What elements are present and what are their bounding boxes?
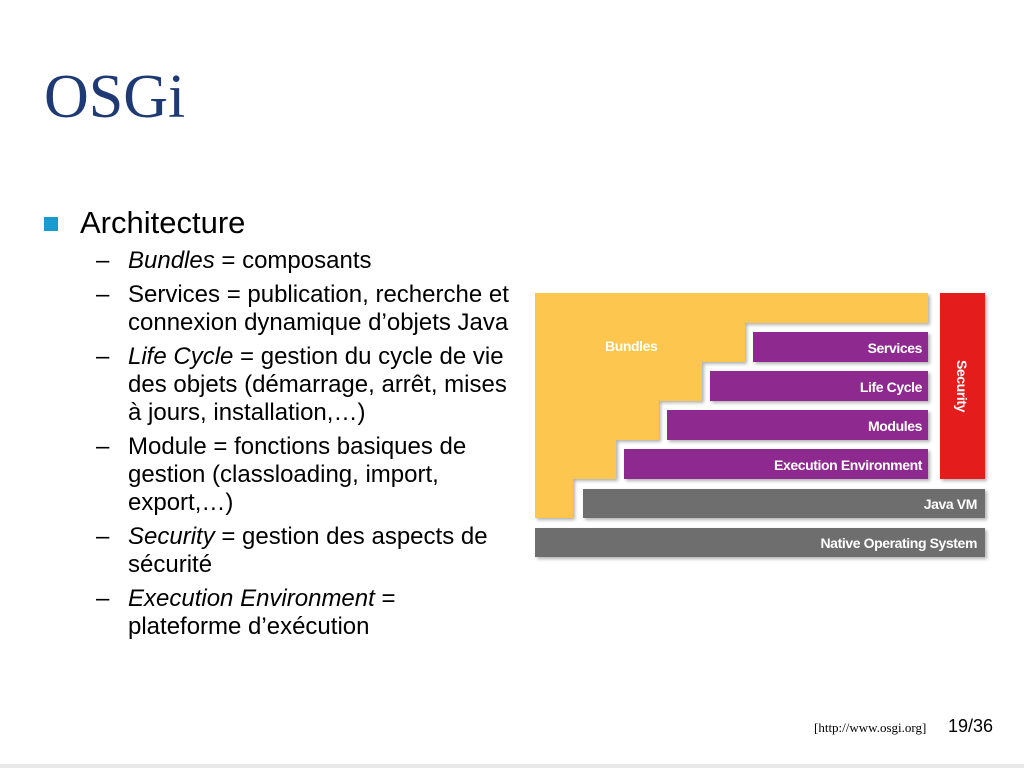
term: Execution Environment <box>128 585 375 612</box>
source-citation: [http://www.osgi.org] <box>814 720 927 735</box>
dash: – <box>96 343 110 370</box>
sub-item-execution-environment: –Execution Environment = plateforme d’ex… <box>44 585 514 641</box>
term: Life Cycle <box>128 343 234 370</box>
dash: – <box>96 523 110 550</box>
slide-title: OSGi <box>44 63 186 131</box>
page-number: 19/36 <box>948 716 994 736</box>
dash: – <box>96 247 110 274</box>
definition: = gestion des aspects de sécurité <box>128 523 488 578</box>
sub-item-services: –Services = publication, recherche et co… <box>44 281 514 337</box>
life-cycle-layer <box>710 371 928 401</box>
bundles-block <box>535 293 928 518</box>
definition: = gestion du cycle de vie des objets (dé… <box>128 343 507 426</box>
modules-label: Modules <box>868 418 923 434</box>
sub-item-module: –Module = fonctions basiques de gestion … <box>44 433 514 517</box>
diagram-svg: Bundles Services Life Cycle Modules Exec… <box>535 293 985 557</box>
term: Bundles <box>128 247 215 274</box>
bullet-list: Architecture –Bundles = composants –Serv… <box>44 205 514 647</box>
sub-item-bundles: –Bundles = composants <box>44 247 514 275</box>
definition: = plateforme d’exécution <box>128 585 396 640</box>
definition: Module = fonctions basiques de gestion (… <box>128 433 467 516</box>
dash: – <box>96 585 110 612</box>
dash: – <box>96 433 110 460</box>
security-label: Security <box>954 360 970 413</box>
execution-environment-label: Execution Environment <box>774 457 923 473</box>
java-vm-layer <box>583 489 985 518</box>
definition: Services = publication, recherche et con… <box>128 281 509 336</box>
native-os-layer <box>535 528 985 557</box>
osgi-architecture-diagram: Bundles Services Life Cycle Modules Exec… <box>535 293 990 563</box>
native-os-label: Native Operating System <box>820 535 977 551</box>
sub-item-security: –Security = gestion des aspects de sécur… <box>44 523 514 579</box>
definition: = composants <box>214 247 372 274</box>
term: Security <box>128 523 215 550</box>
services-layer <box>753 332 928 362</box>
bullet-architecture: Architecture <box>44 205 514 241</box>
execution-environment-layer <box>624 449 928 479</box>
java-vm-label: Java VM <box>924 496 977 512</box>
sub-item-life-cycle: –Life Cycle = gestion du cycle de vie de… <box>44 343 514 427</box>
modules-layer <box>667 410 928 440</box>
security-block <box>940 293 985 479</box>
bottom-divider <box>0 764 1024 768</box>
sub-bullet-list: –Bundles = composants –Services = public… <box>44 247 514 641</box>
dash: – <box>96 281 110 308</box>
life-cycle-label: Life Cycle <box>860 379 923 395</box>
square-bullet-icon <box>44 217 58 231</box>
services-label: Services <box>868 340 923 356</box>
bundles-label: Bundles <box>605 338 658 354</box>
bullet-label: Architecture <box>80 205 246 240</box>
